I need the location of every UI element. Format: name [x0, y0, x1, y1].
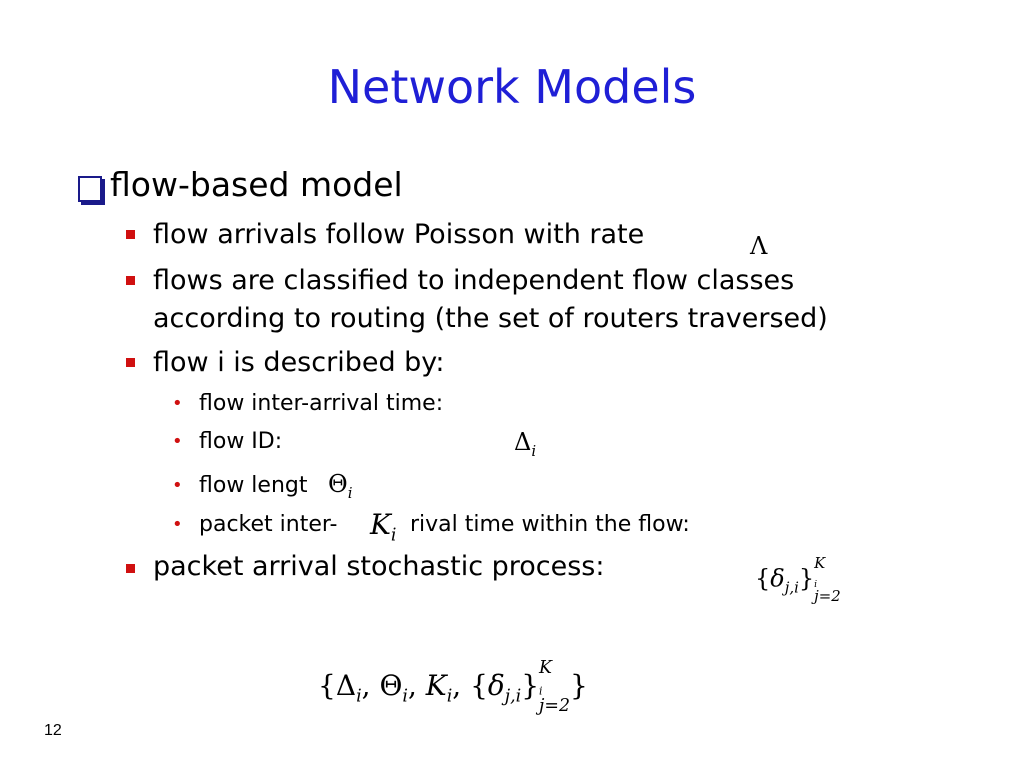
math-lambda: Λ [750, 232, 768, 260]
square-bullet-icon [126, 276, 135, 285]
square-bullet-icon [126, 230, 135, 239]
bullet-packet-arrival: packet arrival stochastic process: [153, 551, 605, 582]
sub-bullet-flow-id: flow ID: [199, 429, 283, 454]
dot-bullet-icon: • [172, 431, 183, 452]
sub-bullet-flow-length: flow lengt [199, 473, 308, 498]
bullet-poisson-rate: flow arrivals follow Poisson with rate [153, 219, 645, 250]
dot-bullet-icon: • [172, 393, 183, 414]
bullet-flow-description: flow i is described by: [153, 347, 445, 378]
dot-bullet-icon: • [172, 475, 183, 496]
slide-title: Network Models [327, 60, 697, 114]
sub-bullet-packet-inter-tail: rival time within the flow: [410, 512, 690, 537]
square-bullet-icon [126, 358, 135, 367]
bullet-flow-classes-line2: according to routing (the set of routers… [153, 303, 828, 334]
math-delta-i: Δi [514, 428, 537, 460]
heading-flow-based-model: flow-based model [110, 165, 403, 204]
sub-bullet-packet-inter: packet inter- [199, 512, 338, 537]
dot-bullet-icon: • [172, 514, 183, 535]
math-k-i: Ki [370, 508, 397, 546]
checkbox-bullet-icon [78, 176, 102, 202]
square-bullet-icon [126, 564, 135, 573]
math-theta-i: Θi [328, 470, 353, 502]
page-number: 12 [44, 722, 62, 739]
bullet-flow-classes-line1: flows are classified to independent flow… [153, 265, 795, 296]
sub-bullet-inter-arrival: flow inter-arrival time: [199, 391, 444, 416]
